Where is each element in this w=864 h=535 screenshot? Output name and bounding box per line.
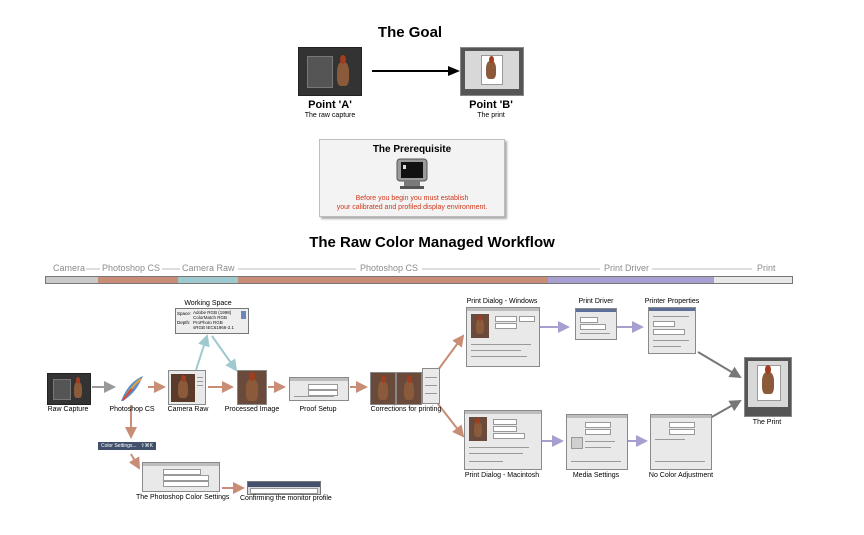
working-space-option[interactable]: sRGB IEC61966-2.1 (193, 325, 235, 330)
point-b-caption: The print (477, 112, 505, 119)
the-print-label: The Print (752, 419, 782, 426)
prerequisite-text-line1: Before you begin you must establish (355, 195, 469, 202)
goal-arrow (372, 66, 460, 76)
corrections-thumbnail-1 (370, 372, 396, 405)
stage-photoshop-cs-2: Photoshop CS (360, 263, 419, 273)
prerequisite-box: The Prerequisite Before you begin you mu… (319, 139, 505, 217)
stage-photoshop-cs-1: Photoshop CS (102, 263, 161, 273)
working-space-option[interactable]: Adobe RGB (1998) (193, 310, 232, 315)
monitor-profile-popup-header (248, 482, 320, 487)
processed-image-thumbnail (237, 370, 267, 405)
confirm-profile-label: Confirming the monitor profile (240, 495, 332, 502)
segment-camera (46, 277, 98, 283)
raw-capture-label: Raw Capture (47, 406, 89, 413)
print-dialog-windows-label: Print Dialog - Windows (466, 298, 538, 305)
stage-print: Print (757, 263, 776, 273)
stage-camera-raw: Camera Raw (182, 263, 235, 273)
segment-photoshop-2 (238, 277, 548, 283)
space-label: Space: (177, 311, 192, 316)
proof-setup-label: Proof Setup (299, 406, 337, 413)
prerequisite-text: Before you begin you must establish your… (320, 194, 504, 212)
camera-raw-label: Camera Raw (167, 406, 209, 413)
stage-dividers (86, 268, 752, 270)
printer-properties-thumbnail (648, 307, 696, 354)
raw-capture-step-thumbnail (47, 373, 91, 405)
photoshop-color-settings-label: The Photoshop Color Settings (136, 494, 230, 501)
goal-title: The Goal (377, 24, 443, 41)
monitor-icon (396, 158, 428, 189)
working-space-label: Working Space (184, 300, 232, 307)
point-a-label: Point 'A' (308, 99, 352, 111)
photoshop-color-settings-thumbnail (142, 462, 220, 492)
prerequisite-title: The Prerequisite (372, 144, 452, 155)
workflow-stage-bar (45, 276, 793, 284)
camera-raw-thumbnail (168, 370, 206, 405)
segment-print (714, 277, 792, 283)
media-settings-label: Media Settings (572, 472, 620, 479)
print-dialog-windows-thumbnail (466, 307, 540, 367)
point-a-caption: The raw capture (304, 112, 356, 119)
raw-capture-thumbnail (298, 47, 362, 96)
photoshop-cs-label: Photoshop CS (109, 406, 155, 413)
print-driver-label: Print Driver (578, 298, 614, 305)
color-settings-shortcut: ⇧⌘K (140, 443, 153, 449)
segment-photoshop-1 (98, 277, 178, 283)
segment-camera-raw (178, 277, 238, 283)
color-settings-label: Color Settings... (101, 443, 137, 449)
processed-image-label: Processed Image (224, 406, 280, 413)
working-space-list[interactable]: Space: Depth: Adobe RGB (1998) ColorMatc… (175, 308, 249, 334)
no-color-adjustment-thumbnail (650, 414, 712, 470)
working-space-option[interactable]: ColorMatch RGB (193, 315, 228, 320)
print-dialog-mac-thumbnail (464, 410, 542, 470)
prerequisite-text-line2: your calibrated and profiled display env… (336, 204, 488, 211)
curves-panel-thumbnail (422, 368, 440, 404)
proof-setup-thumbnail (289, 377, 349, 401)
segment-print-driver (548, 277, 714, 283)
monitor-profile-popup[interactable] (247, 481, 321, 495)
no-color-adjustment-label: No Color Adjustment (648, 472, 714, 479)
depth-label: Depth: (177, 320, 191, 325)
corrections-thumbnail-2 (396, 372, 422, 405)
monitor-profile-field (250, 488, 318, 494)
print-thumbnail (460, 47, 524, 96)
working-space-option[interactable]: ProPhoto RGB (193, 320, 223, 325)
corrections-label: Corrections for printing (370, 406, 442, 413)
stage-camera: Camera (53, 263, 86, 273)
media-settings-thumbnail (566, 414, 628, 470)
photoshop-feather-icon (121, 376, 143, 401)
stage-print-driver: Print Driver (604, 263, 650, 273)
print-dialog-mac-label: Print Dialog - Macintosh (464, 472, 540, 479)
point-b-label: Point 'B' (469, 99, 513, 111)
color-settings-menu-item[interactable]: Color Settings... ⇧⌘K (98, 442, 156, 450)
the-print-thumbnail (744, 357, 792, 417)
print-driver-thumbnail (575, 308, 617, 340)
workflow-title: The Raw Color Managed Workflow (309, 234, 555, 251)
printer-properties-label: Printer Properties (644, 298, 700, 305)
dropdown-arrows-icon (241, 311, 246, 319)
